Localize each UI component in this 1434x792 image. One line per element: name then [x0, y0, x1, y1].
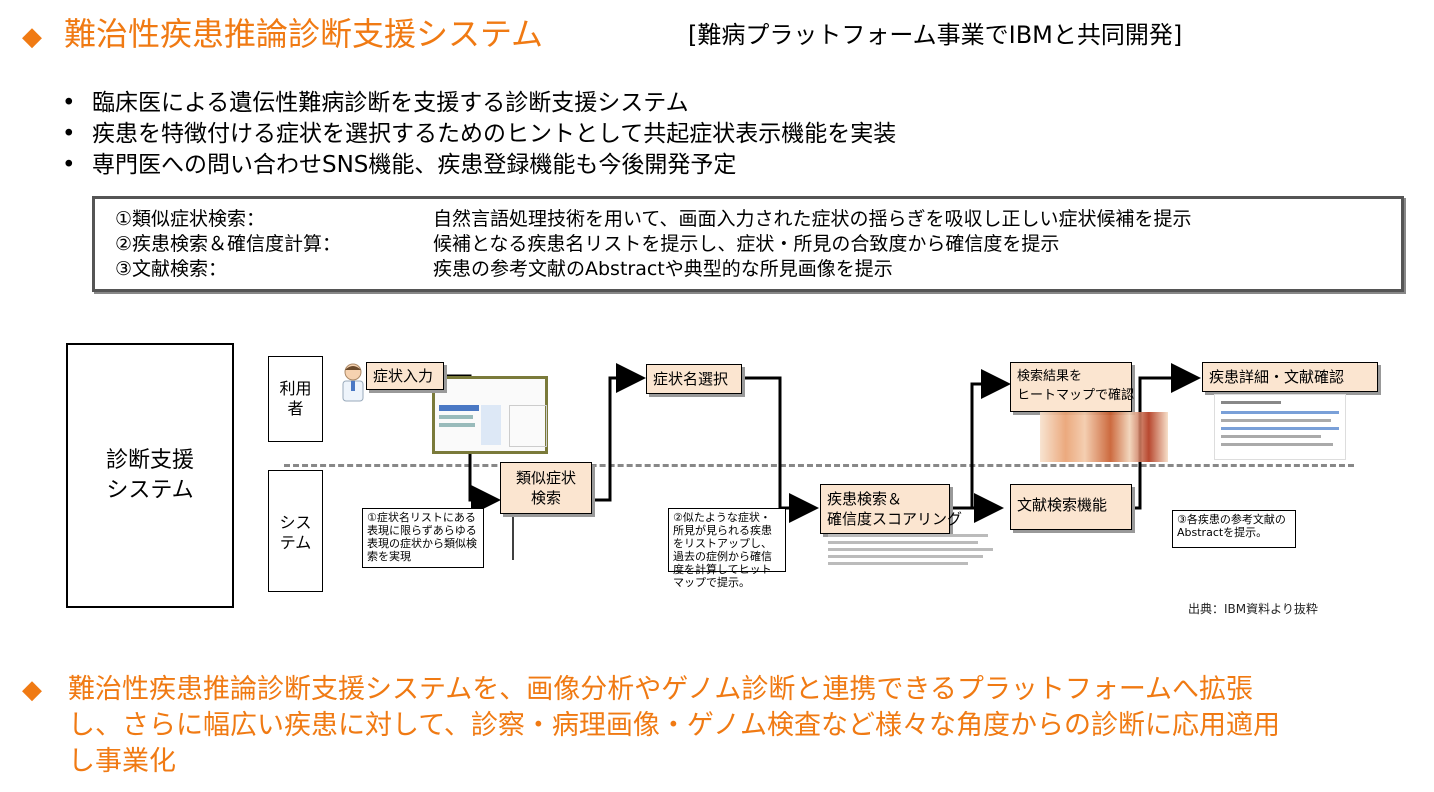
- bottom-statement: ◆難治性疾患推論診断支援システムを、画像分析やゲノム診断と連携できるプラットフォ…: [22, 672, 1422, 780]
- callout-disease-search: ②似たような症状・所見が見られる疾患をリストアップし、過去の症例から確信度を計算…: [668, 508, 786, 572]
- callout-similar-search: ①症状名リストにある表現に限らずあらゆる表現の症状から類似検索を実現: [362, 508, 484, 568]
- diamond-bullet-icon: ◆: [22, 672, 68, 708]
- disease-list-thumbnail: [828, 530, 998, 582]
- node-disease-detail: 疾患詳細・文献確認: [1202, 362, 1378, 392]
- literature-thumbnail: [1214, 394, 1346, 460]
- node-similar-symptom-search: 類似症状検索: [500, 462, 592, 514]
- node-literature-search: 文献検索機能: [1010, 484, 1132, 530]
- heatmap-thumbnail: [1040, 412, 1168, 462]
- node-symptom-select: 症状名選択: [646, 364, 742, 394]
- node-heatmap-result: 検索結果をヒートマップで確認: [1010, 362, 1132, 412]
- node-disease-search: 疾患検索＆確信度スコアリング: [820, 484, 950, 534]
- node-symptom-input: 症状入力: [366, 362, 444, 390]
- callout-literature-search: ③各疾患の参考文献のAbstractを提示。: [1172, 510, 1296, 548]
- input-screen-thumbnail: [432, 376, 548, 454]
- doctor-avatar-icon: [340, 362, 366, 402]
- source-note: 出典：IBM資料より抜粋: [1188, 600, 1318, 617]
